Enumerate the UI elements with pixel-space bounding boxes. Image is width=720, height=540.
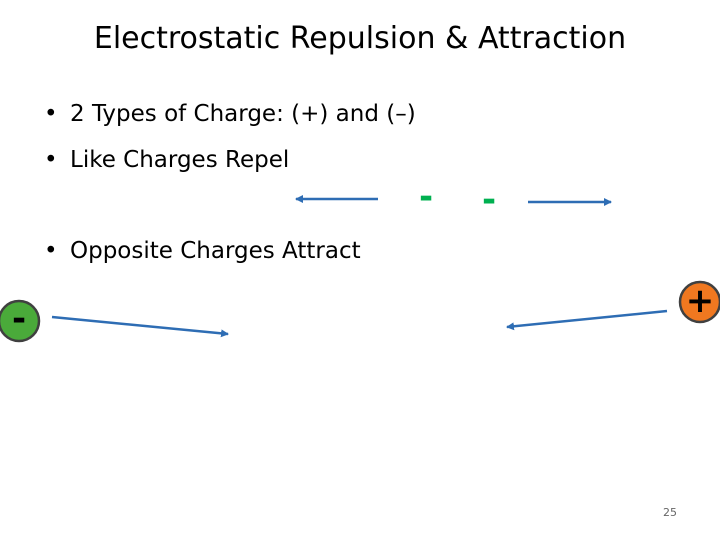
negative-charge-label: -: [11, 299, 27, 339]
repel-negative-charge-left: -: [418, 177, 434, 217]
bullet-charge-types: • 2 Types of Charge: (+) and (–): [44, 98, 416, 130]
bullet-symbol: •: [44, 238, 58, 264]
bullet-text: Like Charges Repel: [70, 147, 290, 173]
bullet-symbol: •: [44, 101, 58, 127]
slide-title: Electrostatic Repulsion & Attraction: [93, 21, 627, 56]
bullet-symbol: •: [44, 147, 58, 173]
bullet-text: 2 Types of Charge: (+) and (–): [70, 101, 416, 127]
repel-negative-charge-right: -: [481, 180, 497, 220]
attract-arrow-left: [506, 309, 668, 331]
page-number: 25: [663, 506, 677, 519]
bullet-opposite-charges: • Opposite Charges Attract: [44, 235, 361, 267]
negative-charge-circle: [0, 299, 41, 343]
positive-charge-label: +: [685, 281, 715, 321]
bullet-like-charges: • Like Charges Repel: [44, 144, 289, 176]
attract-arrow-right: [51, 315, 229, 338]
positive-charge-circle: [678, 280, 720, 324]
bullet-text: Opposite Charges Attract: [70, 238, 361, 264]
